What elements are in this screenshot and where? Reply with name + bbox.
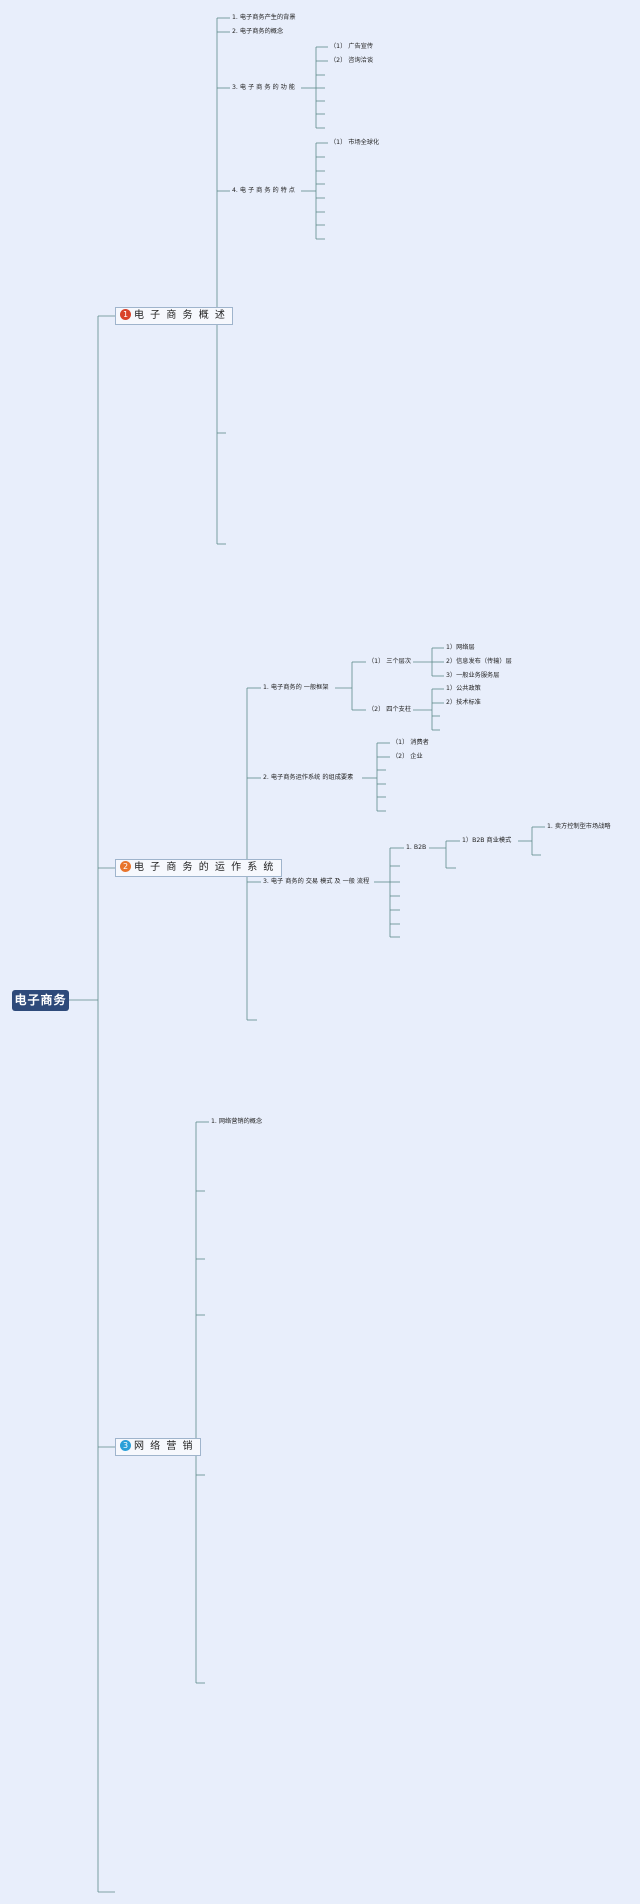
topic-enterprise[interactable]: （2） 企业	[392, 753, 423, 760]
topic-concept[interactable]: 2. 电子商务的概念	[232, 28, 284, 35]
topic-consumer[interactable]: （1） 消费者	[392, 739, 429, 746]
number-badge: 3	[120, 1440, 131, 1451]
topic-three-levels[interactable]: （1） 三个层次	[368, 658, 412, 665]
topic-advertising[interactable]: （1） 广告宣传	[330, 43, 374, 50]
branch-label: 电 子 商 务 的 运 作 系 统	[134, 862, 275, 873]
topic-background[interactable]: 1. 电子商务产生的背景	[232, 14, 296, 21]
topic-info-layer[interactable]: 2）信息发布（传输）层	[446, 658, 512, 665]
topic-b2b-business-model[interactable]: 1）B2B 商业模式	[462, 837, 512, 844]
topic-tech-standard[interactable]: 2）技术标准	[446, 699, 481, 706]
topic-four-pillars[interactable]: （2） 四个支柱	[368, 706, 412, 713]
topic-network-marketing-concept[interactable]: 1. 网络营销的概念	[211, 1118, 263, 1125]
topic-public-policy[interactable]: 1）公共政策	[446, 685, 481, 692]
topic-seller-market-strategy[interactable]: 1. 卖方控制型市场战略	[547, 823, 611, 830]
topic-b2b[interactable]: 1. B2B	[406, 844, 427, 851]
branch-label: 电 子 商 务 概 述	[134, 310, 227, 321]
root-node[interactable]: 电子商务	[12, 990, 69, 1011]
topic-consulting[interactable]: （2） 咨询洽谈	[330, 57, 374, 64]
topic-system-elements[interactable]: 2. 电子商务运作系统 的组成要素	[263, 774, 354, 781]
number-badge: 2	[120, 861, 131, 872]
topic-transaction-mode[interactable]: 3. 电子 商务的 交易 模式 及 一般 流程	[263, 878, 370, 885]
topic-features[interactable]: 4. 电 子 商 务 的 特 点	[232, 187, 295, 194]
topic-general-framework[interactable]: 1. 电子商务的 一般框架	[263, 684, 329, 691]
topic-network-layer[interactable]: 1）网络层	[446, 644, 475, 651]
topic-market-globalization[interactable]: （1） 市场全球化	[330, 139, 380, 146]
branch-label: 网 络 营 销	[134, 1441, 195, 1452]
topic-functions[interactable]: 3. 电 子 商 务 的 功 能	[232, 84, 295, 91]
topic-service-layer[interactable]: 3）一般业务服务层	[446, 672, 500, 679]
number-badge: 1	[120, 309, 131, 320]
